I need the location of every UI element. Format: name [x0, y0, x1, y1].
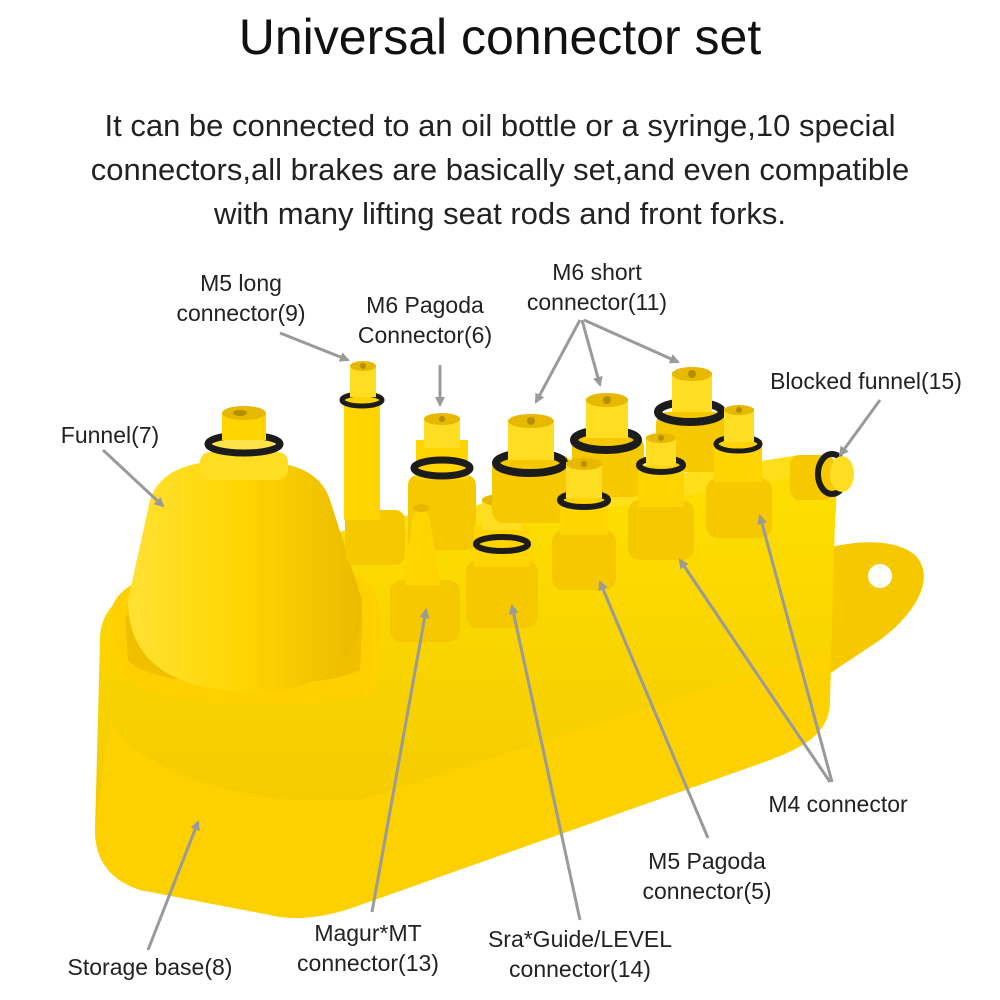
- label-m5-pagoda-connector: M5 Pagoda connector(5): [624, 846, 790, 906]
- label-line: connector(5): [642, 878, 772, 904]
- label-sram-guide-connector: Sra*Guide/LEVEL connector(14): [472, 924, 688, 984]
- callout-arrows: [101, 318, 882, 951]
- label-blocked-funnel: Blocked funnel(15): [752, 366, 980, 396]
- label-line: Funnel(7): [60, 422, 160, 448]
- label-line: connector(11): [526, 289, 668, 315]
- label-line: Storage base(8): [67, 954, 233, 980]
- m5-pagoda-connector: [552, 458, 616, 590]
- label-line: M4 connector: [768, 791, 908, 817]
- description-line: It can be connected to an oil bottle or …: [104, 108, 896, 143]
- label-line: Blocked funnel(15): [770, 368, 962, 394]
- hanging-hole: [868, 564, 892, 588]
- label-m6-short-connector: M6 short connector(11): [512, 257, 682, 317]
- description: It can be connected to an oil bottle or …: [40, 104, 960, 236]
- m4-connector: [706, 405, 772, 538]
- label-line: Connector(6): [357, 322, 493, 348]
- label-line: Magur*MT: [314, 920, 422, 946]
- label-m5-long-connector: M5 long connector(9): [166, 268, 316, 328]
- blocked-funnel: [790, 451, 854, 500]
- label-m4-connector: M4 connector: [752, 789, 924, 819]
- label-line: M6 short: [552, 259, 642, 285]
- page-title: Universal connector set: [238, 9, 762, 65]
- label-line: M5 long: [200, 270, 282, 296]
- label-funnel: Funnel(7): [50, 420, 170, 450]
- m5-long-connector: [339, 361, 405, 565]
- m4-connector: [628, 433, 694, 560]
- label-line: M6 Pagoda: [366, 292, 484, 318]
- label-line: connector(13): [297, 950, 439, 976]
- label-line: connector(9): [176, 300, 306, 326]
- label-storage-base: Storage base(8): [52, 952, 248, 982]
- label-line: connector(14): [509, 956, 651, 982]
- funnel-part: [128, 406, 362, 692]
- label-m6-pagoda-connector: M6 Pagoda Connector(6): [345, 290, 505, 350]
- description-line: connectors,all brakes are basically set,…: [90, 152, 910, 187]
- label-magura-mt-connector: Magur*MT connector(13): [280, 918, 456, 978]
- m6-short-connector: [492, 414, 572, 523]
- description-line: with many lifting seat rods and front fo…: [213, 196, 787, 231]
- label-line: Sra*Guide/LEVEL: [487, 926, 673, 952]
- label-line: M5 Pagoda: [648, 848, 766, 874]
